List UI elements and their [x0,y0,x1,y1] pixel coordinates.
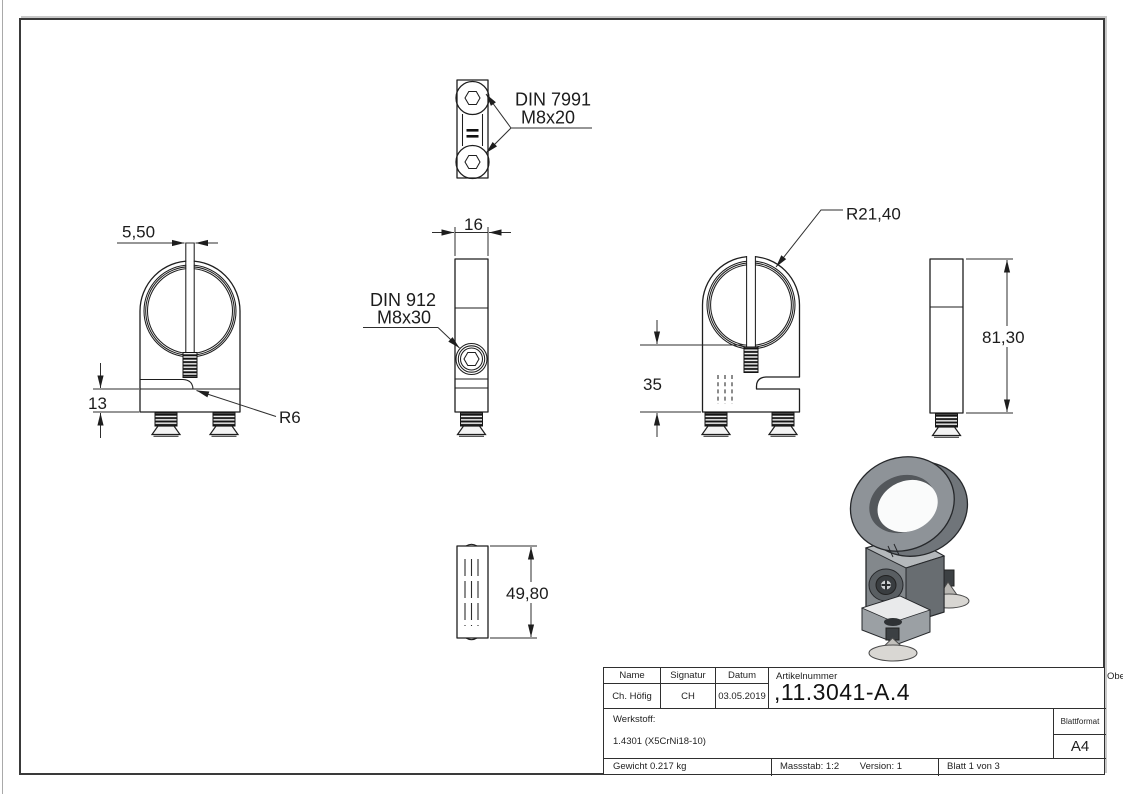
scale-value: Massstab: 1:2 [780,761,840,772]
dim-total-height-label: 81,30 [982,328,1025,347]
front-view: 5,50 13 R6 [88,223,301,438]
sheet-format-label: Blattformat [1054,709,1106,735]
title-block: Name Signatur Datum Ch. Höfig CH 03.05.2… [603,667,1123,776]
back-view: 35 R21,40 [640,205,901,437]
sheet-number-cell: Blatt 1 von 3 [947,761,1000,772]
clamp-foot [868,627,918,662]
equality-mark [466,135,479,138]
fillet-radius-callout: R6 [196,390,301,427]
ring-slit [887,543,900,558]
bottom-view: 49,80 [456,543,556,641]
version-value: Version: 1 [859,761,903,772]
dim-base-height: 13 [88,363,139,438]
screen-edge-line [2,0,3,794]
countersunk-screw [456,412,487,437]
countersunk-screw [931,413,962,438]
dim-width-label: 16 [464,215,483,234]
scale-version-cell: Massstab: 1:2 Version: 1 [772,759,939,776]
weight-cell: Gewicht 0.217 kg [604,759,772,776]
top-view: DIN 7991 M8x20 [455,79,592,180]
din7991-callout: DIN 7991 M8x20 [485,90,592,154]
countersunk-screw [209,412,239,437]
din7991-label-line1: DIN 7991 [515,90,591,110]
material-label: Werkstoff: [613,714,656,725]
dim-slot-width: 5,50 [117,223,218,247]
dim-width: 16 [432,215,511,256]
clamp-screw-section [182,352,198,378]
countersunk-screw [701,412,731,437]
din7991-label-line2: M8x20 [521,108,575,128]
ring-radius-label: R21,40 [846,205,901,224]
dim-length: 49,80 [490,545,556,639]
article-number-label: Artikelnummer [776,671,838,682]
article-number-cell: Artikelnummer ,11.3041-A.4 Oberfläche: G… [769,668,1123,709]
dim-length-label: 49,80 [506,584,549,603]
din912-callout: DIN 912 M8x30 [363,290,460,349]
countersunk-screw [768,412,798,437]
clamp-bracket-top [860,595,932,623]
dim-slot-width-label: 5,50 [122,223,155,242]
screw-cap [884,618,902,626]
material-value: 1.4301 (X5CrNi18-10) [613,736,706,747]
fillet-radius-label: R6 [279,408,301,427]
clamp-screw-section [743,346,759,373]
dim-boss-height-label: 35 [643,375,662,394]
ring-radius-callout: R21,40 [775,205,901,268]
material-cell: Werkstoff: 1.4301 (X5CrNi18-10) [604,709,1054,759]
din912-label-line2: M8x30 [377,308,431,328]
signature-header: Signatur [661,668,716,684]
din912-label-line1: DIN 912 [370,290,436,310]
signature-value: CH [661,684,716,709]
equality-mark [466,129,479,132]
side-view: 16 DIN 912 M8x30 [363,215,511,437]
article-number-value: ,11.3041-A.4 [774,679,911,705]
profile-view: 81,30 [929,258,1029,438]
name-value: Ch. Höfig [604,684,661,709]
drawing-frame [19,18,1105,775]
dim-total-height: 81,30 [966,258,1029,414]
clamp-ring [849,456,969,557]
dim-base-height-label: 13 [88,394,107,413]
name-header: Name [604,668,661,684]
surface-cell: Oberfläche: Geschliffen Korn 240 [1107,671,1123,682]
date-header: Datum [716,668,769,684]
surface-label: Oberfläche: [1107,671,1123,682]
isometric-3d-view [849,456,970,662]
countersunk-screw [151,412,181,437]
date-value: 03.05.2019 [716,684,769,709]
dim-boss-height: 35 [640,320,746,437]
sheet-format-value: A4 [1054,735,1106,759]
